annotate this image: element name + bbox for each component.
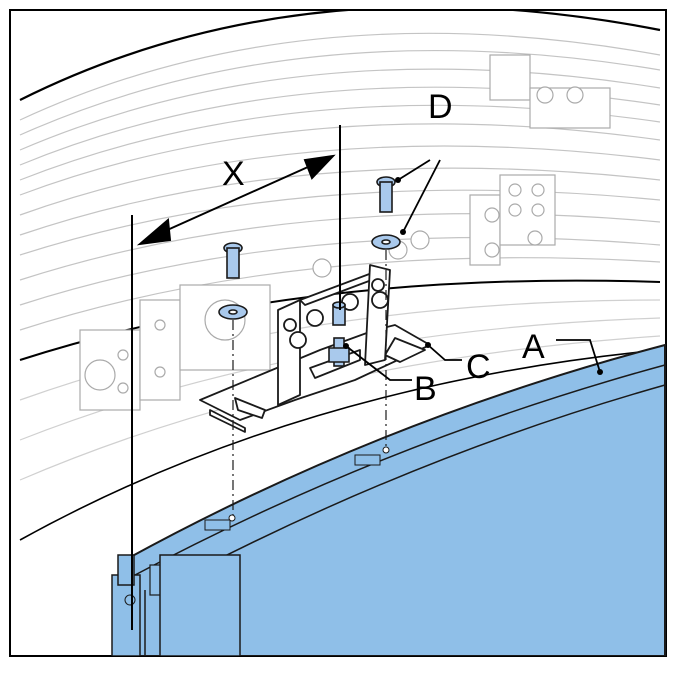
alignment-lines — [232, 250, 387, 515]
leader-dot-a — [597, 369, 603, 375]
leader-dot-c — [425, 342, 431, 348]
leader-dot-d-washer — [400, 229, 406, 235]
label-x: X — [222, 155, 245, 193]
track-roller-block-top — [489, 54, 611, 129]
track-roller-block-right — [469, 174, 556, 266]
right-screw-washer — [371, 176, 401, 250]
leader-dot-b — [343, 343, 349, 349]
door-panel — [111, 343, 666, 656]
label-a: A — [522, 328, 545, 366]
left-screw-washer — [218, 242, 248, 320]
label-c: C — [466, 348, 491, 386]
track-roller-block-left — [79, 230, 430, 411]
dimension-x — [131, 125, 341, 630]
adjustment-screw — [328, 301, 350, 367]
leader-lines — [345, 159, 601, 381]
label-b: B — [414, 370, 437, 408]
label-d: D — [428, 88, 453, 126]
leader-dot-d-screw — [395, 177, 401, 183]
